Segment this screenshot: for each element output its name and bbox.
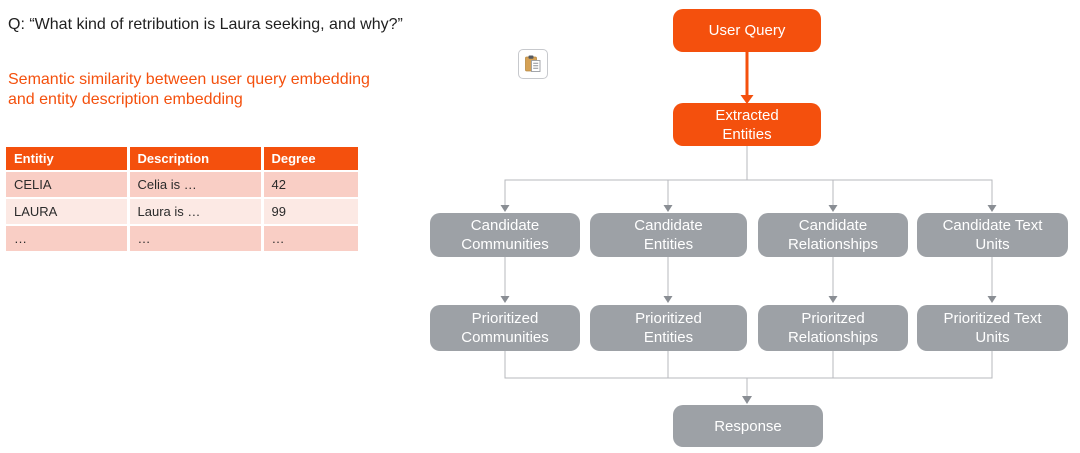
table-cell: … [262,225,358,253]
table-row: … … … [6,225,358,253]
node-prioritized-text-units: Prioritized Text Units [917,305,1068,351]
question-text: Q: “What kind of retribution is Laura se… [8,16,403,33]
node-prioritized-communities: Prioritized Communities [430,305,580,351]
subtitle-line-1: Semantic similarity between user query e… [8,71,370,88]
entity-table: Entitiy Description Degree CELIA Celia i… [6,147,358,253]
table-cell: 99 [262,198,358,226]
node-candidate-relationships: Candidate Relationships [758,213,908,257]
node-prioritized-entities: Prioritized Entities [590,305,747,351]
table-header-row: Entitiy Description Degree [6,147,358,172]
table-cell: Laura is … [128,198,264,226]
node-response: Response [673,405,823,447]
table-cell: Celia is … [128,171,264,199]
table-cell: CELIA [6,171,130,199]
node-user-query: User Query [673,9,821,52]
subtitle-line-2: and entity description embedding [8,91,243,108]
table-header-degree: Degree [262,147,358,172]
table-header-description: Description [128,147,264,172]
paste-button[interactable] [518,49,548,79]
node-candidate-text-units: Candidate Text Units [917,213,1068,257]
table-cell: … [6,225,130,253]
node-candidate-communities: Candidate Communities [430,213,580,257]
table-cell: LAURA [6,198,130,226]
table-row: CELIA Celia is … 42 [6,171,358,199]
table-cell: 42 [262,171,358,199]
node-candidate-entities: Candidate Entities [590,213,747,257]
table-cell: … [128,225,264,253]
table-header-entity: Entitiy [6,147,130,172]
node-extracted-entities: Extracted Entities [673,103,821,146]
clipboard-icon [525,55,541,72]
table-row: LAURA Laura is … 99 [6,198,358,226]
node-prioritized-relationships: Prioritzed Relationships [758,305,908,351]
subtitle-text: Semantic similarity between user query e… [8,70,478,110]
